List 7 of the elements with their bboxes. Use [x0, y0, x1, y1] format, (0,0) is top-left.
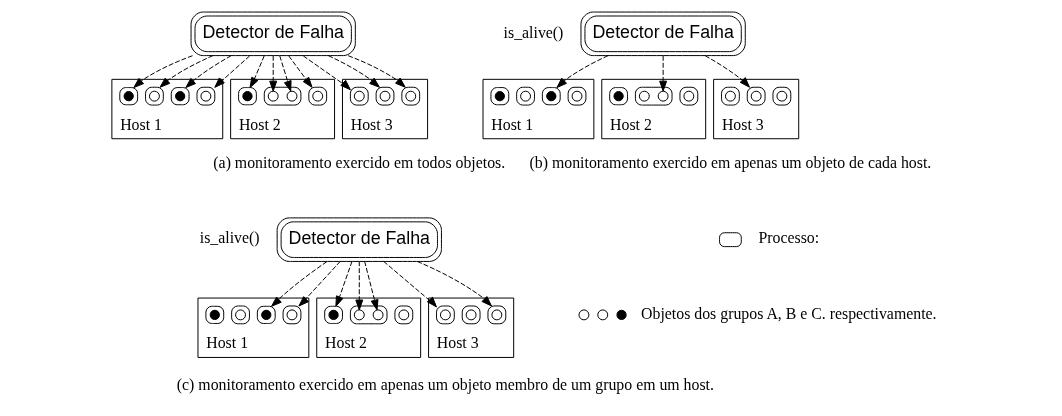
label: is_alive(): [199, 229, 260, 247]
label: is_alive(): [503, 23, 563, 41]
legend-label: Objetos dos grupos A, B e C. respectivamente.: [640, 304, 937, 322]
label: (c) monitoramento exercido em apenas um objeto membro de um grupo em um host.: [176, 375, 714, 393]
label: (a) monitoramento exercido em todos objetos.: [212, 154, 505, 172]
legend-label: Processo:: [757, 229, 819, 247]
label: (b) monitoramento exercido em apenas um objeto de cada host.: [529, 154, 931, 172]
